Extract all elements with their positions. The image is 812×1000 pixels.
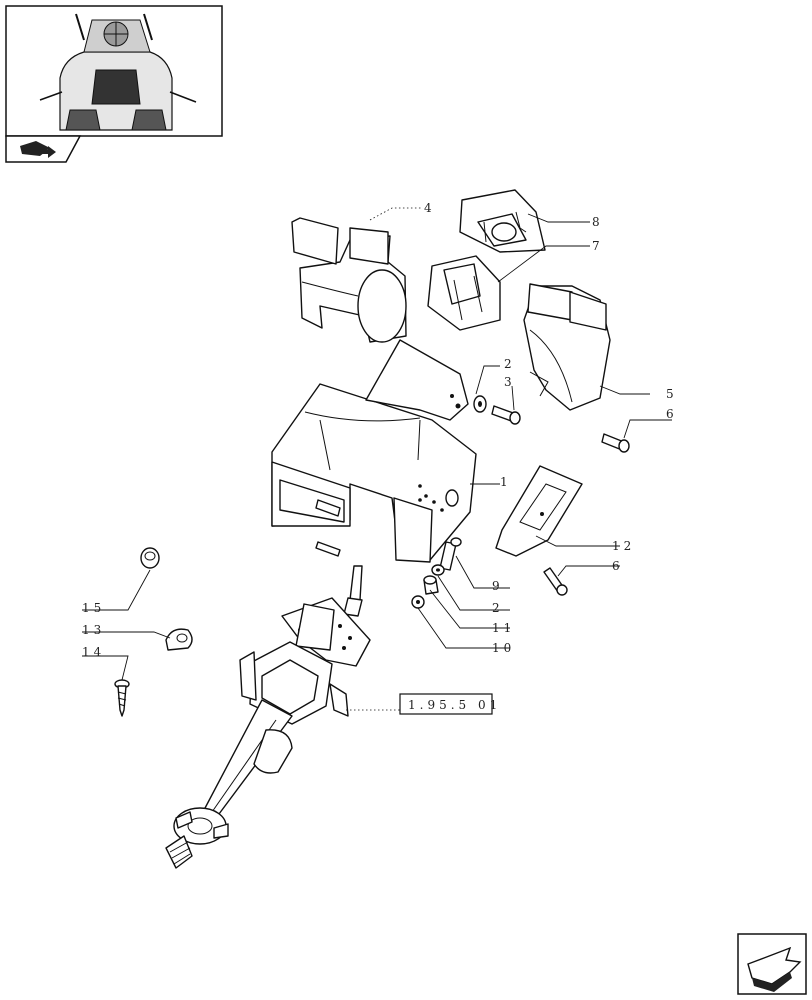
part-5-side-cover [523,283,611,411]
callout-labels: 4 8 7 2 3 5 6 1 12 6 9 2 11 10 15 13 14 [82,201,678,659]
callout-8: 8 [592,215,604,229]
book-arrow-icon[interactable] [5,135,82,163]
callout-9: 9 [492,579,504,593]
part-9-bolt [439,537,462,571]
callout-6-upper: 6 [666,407,678,421]
part-2-washer-lower [431,564,445,576]
reference-label: 1.95.5 01 [408,698,501,712]
part-7-switch-cover [427,255,501,331]
callout-2-upper: 2 [504,357,516,371]
part-11-nut [423,575,439,595]
callout-10: 10 [492,641,515,655]
part-3-bolt [491,405,521,425]
callout-12: 12 [612,539,635,553]
part-13-clip [165,628,193,651]
part-14-screw [114,679,130,717]
callout-7: 7 [592,239,604,253]
part-6-bolt-upper [601,433,630,453]
part-15-bushing [140,547,160,569]
callout-15: 15 [82,601,105,615]
callout-3: 3 [504,375,516,389]
callout-2-lower: 2 [492,601,504,615]
callout-4: 4 [424,201,436,215]
part-2-washer-upper [473,395,487,413]
callout-13: 13 [82,623,105,637]
tractor-cab-thumbnail-icon[interactable] [5,5,223,137]
callout-14: 14 [82,645,105,659]
reference-box[interactable]: 1.95.5 01 [399,693,501,715]
part-10-spacer [411,595,425,609]
part-4-upper-cover [291,217,407,343]
part-12-lever-cover [495,465,583,557]
next-page-arrow-icon[interactable] [737,933,807,995]
part-6-bolt-lower [543,567,568,596]
leader-lines [82,207,672,711]
part-1-bracket-housing [271,339,477,563]
callout-6-lower: 6 [612,559,624,573]
callout-1: 1 [500,475,512,489]
part-8-top-cover [459,189,546,253]
steering-column-assembly [165,565,371,869]
callout-11: 11 [492,621,515,635]
callout-5: 5 [666,387,678,401]
